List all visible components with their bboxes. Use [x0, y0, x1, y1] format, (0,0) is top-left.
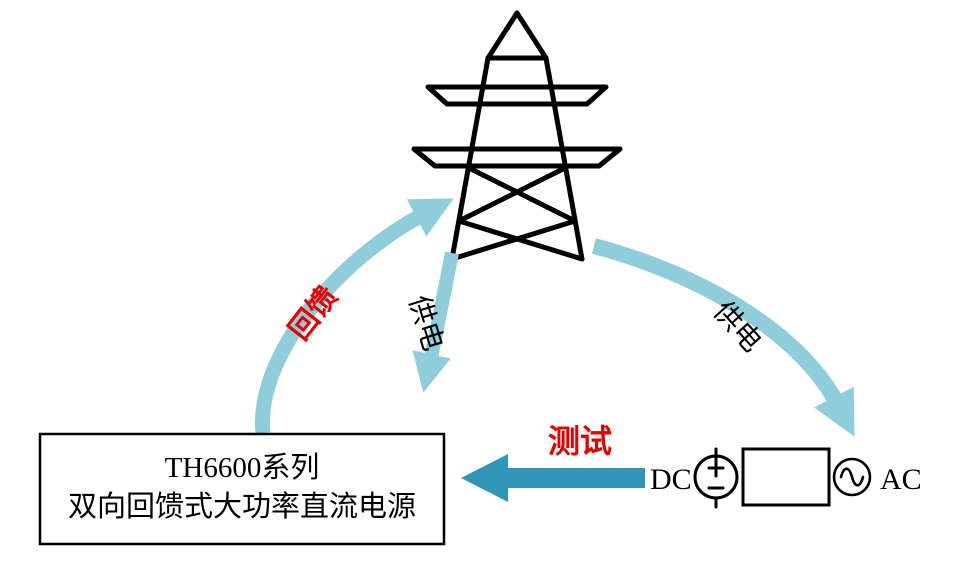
transmission-tower-icon	[411, 10, 623, 262]
device-box-title: TH6600系列	[165, 451, 320, 484]
tower-right-leg	[543, 55, 585, 262]
test-arrow	[461, 454, 645, 502]
ac-sine-wave	[839, 467, 865, 487]
tower-left-leg	[449, 55, 491, 262]
device-under-test-box	[741, 447, 831, 507]
device-box: TH6600系列 双向回馈式大功率直流电源	[38, 432, 446, 546]
dc-source-icon	[693, 447, 739, 509]
feedback-arrow	[255, 198, 454, 434]
test-label: 测试	[548, 423, 612, 459]
supply-arrow-right	[591, 238, 855, 437]
tower-lattice-braces	[449, 165, 585, 262]
dc-label: DC	[650, 463, 692, 496]
tower-peak	[485, 10, 549, 61]
dc-plus-sign	[707, 447, 725, 478]
ac-label: AC	[880, 463, 922, 496]
device-box-border	[38, 432, 446, 546]
supply-arrow-left	[412, 251, 459, 393]
tower-upper-crossarm	[425, 84, 609, 107]
ac-source-icon	[832, 457, 872, 497]
tower-lower-crossarm	[411, 146, 623, 169]
device-box-subtitle: 双向回馈式大功率直流电源	[68, 490, 416, 523]
supply-right-label: 供电	[707, 295, 768, 358]
